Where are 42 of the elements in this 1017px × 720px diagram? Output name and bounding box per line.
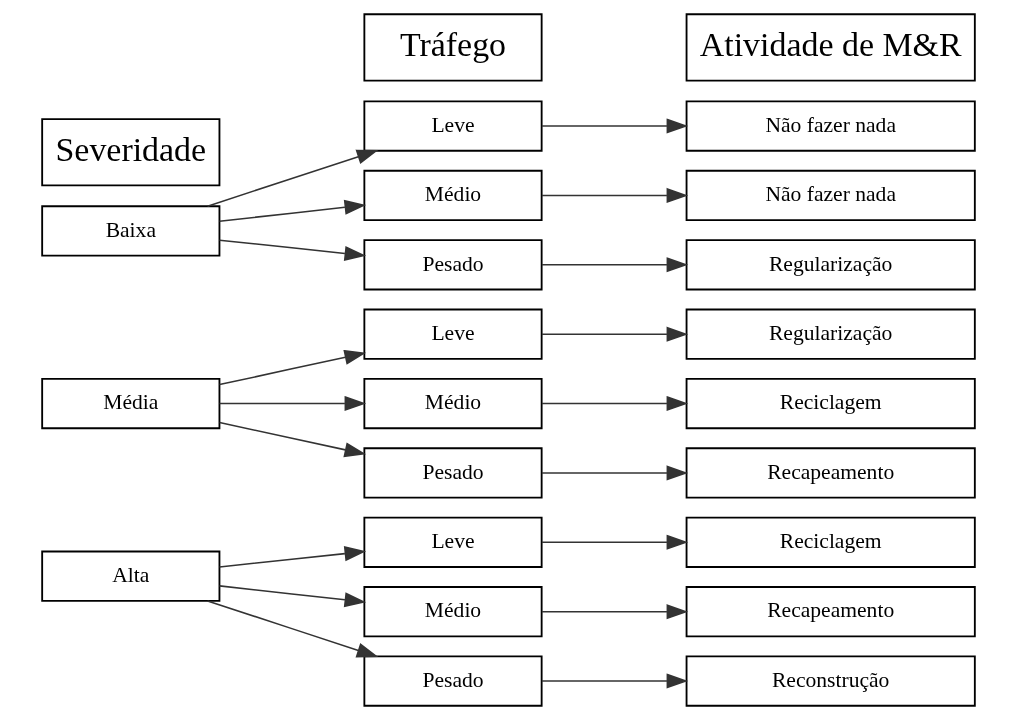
node-box: Regularização <box>685 239 976 291</box>
arrow <box>541 465 689 481</box>
arrow <box>218 199 367 222</box>
node-box: Recapeamento <box>685 586 976 638</box>
arrow <box>206 149 379 207</box>
node-box: Leve <box>363 308 543 360</box>
arrow <box>541 187 689 203</box>
arrow <box>541 118 689 134</box>
node-box: Atividade de M&R <box>685 13 976 82</box>
node-box: Alta <box>41 550 221 602</box>
node-box: Leve <box>363 516 543 568</box>
arrow <box>541 257 689 273</box>
node-box: Pesado <box>363 239 543 291</box>
arrow <box>218 585 367 608</box>
arrow <box>541 604 689 620</box>
arrow <box>218 396 367 412</box>
node-box: Tráfego <box>363 13 543 82</box>
node-box: Recapeamento <box>685 447 976 499</box>
arrow <box>218 349 367 386</box>
node-box: Baixa <box>41 205 221 257</box>
node-box: Pesado <box>363 655 543 707</box>
arrow <box>218 546 367 568</box>
node-box: Regularização <box>685 308 976 360</box>
arrow <box>541 396 689 412</box>
arrow <box>206 600 379 658</box>
node-box: Médio <box>363 377 543 430</box>
node-box: Média <box>41 377 221 430</box>
node-box: Não fazer nada <box>685 100 976 152</box>
node-box: Pesado <box>363 447 543 499</box>
node-box: Reconstrução <box>685 655 976 707</box>
arrow <box>218 239 367 261</box>
node-box: Leve <box>363 100 543 152</box>
node-box: Severidade <box>41 118 221 187</box>
node-box: Reciclagem <box>685 516 976 568</box>
node-box: Não fazer nada <box>685 169 976 222</box>
arrow <box>541 673 689 689</box>
node-box: Médio <box>363 169 543 222</box>
arrow <box>541 534 689 550</box>
node-box: Médio <box>363 586 543 638</box>
arrow <box>541 326 689 342</box>
node-box: Reciclagem <box>685 377 976 430</box>
arrow <box>218 421 367 458</box>
